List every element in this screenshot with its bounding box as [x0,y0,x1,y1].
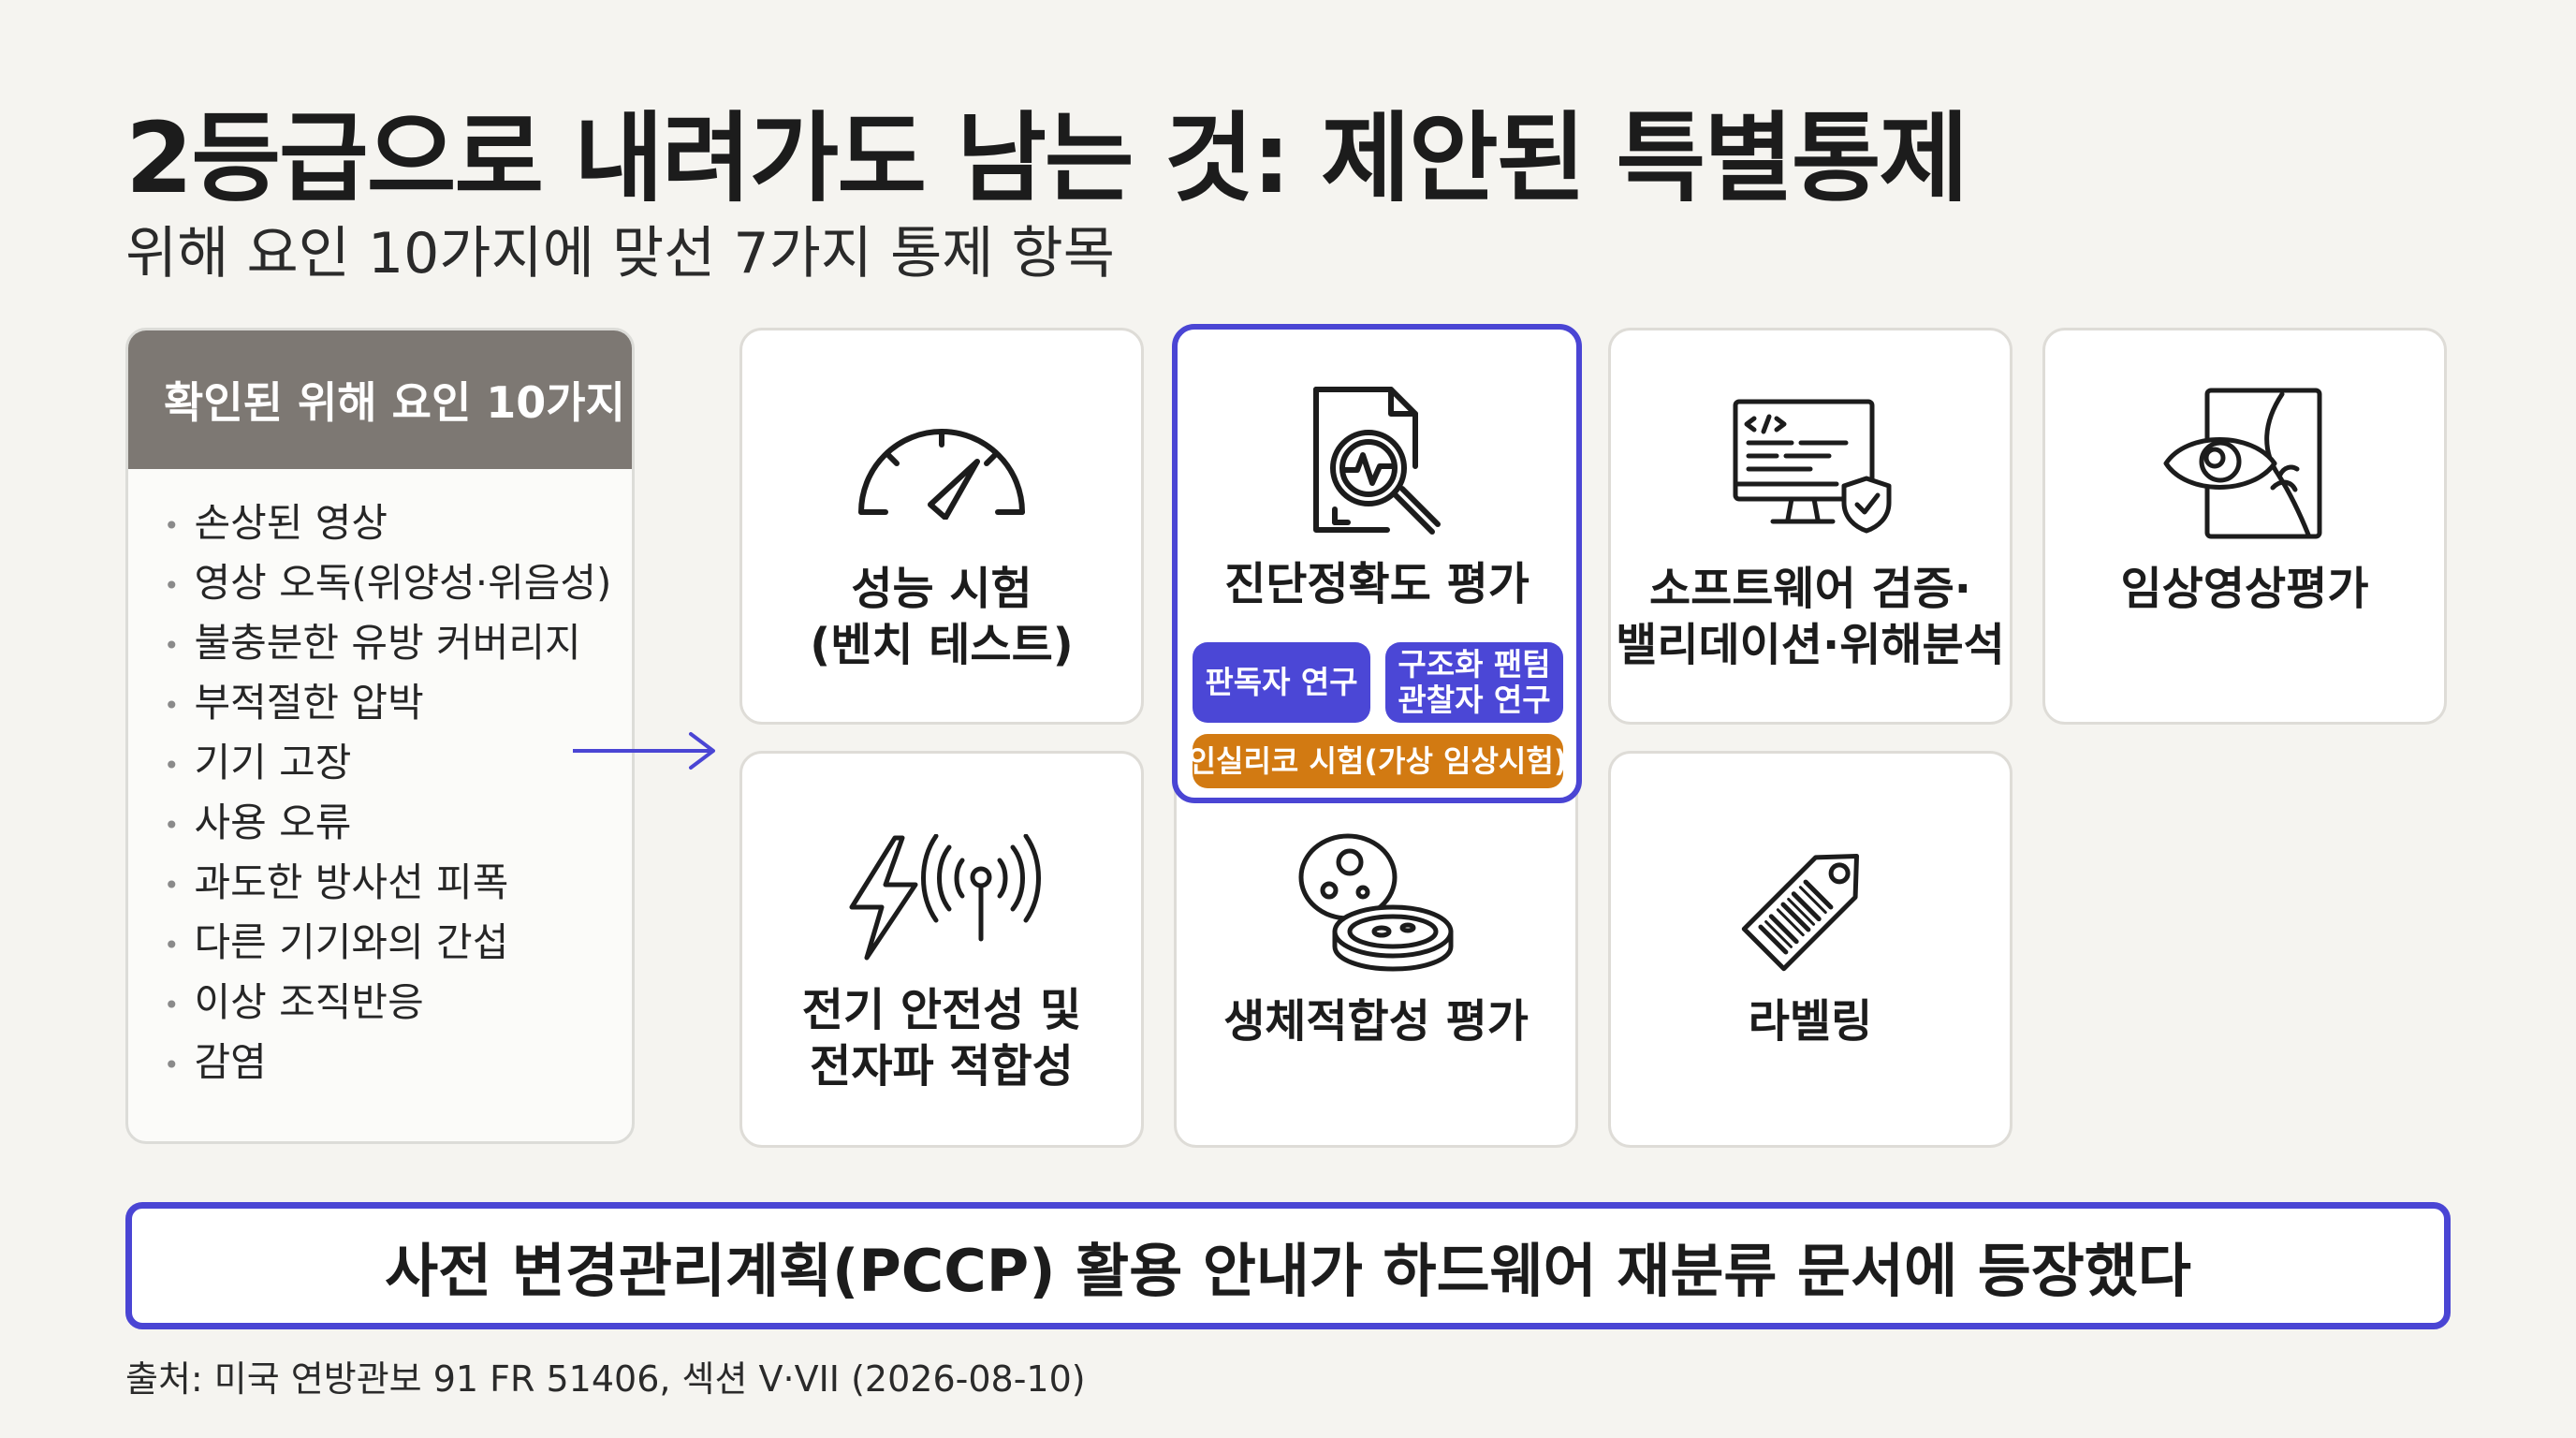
hazard-item: 감염 [164,1033,632,1093]
lightning-antenna-icon [841,834,1043,961]
chip-in-silico-trial: 인실리코 시험(가상 임상시험) [1189,734,1567,788]
chip-phantom-study: 구조화 팬텀 관찰자 연구 [1385,642,1563,723]
source-citation: 출처: 미국 연방관보 91 FR 51406, 섹션 V·VII (2026-… [125,1358,1086,1400]
hazard-item: 이상 조직반응 [164,973,632,1033]
control-card-label: 임상영상평가 [2120,563,2369,615]
hazard-item: 사용 오류 [164,793,632,853]
hazard-list: 손상된 영상 영상 오독(위양성·위음성) 불충분한 유방 커버리지 부적절한 … [128,469,632,1093]
control-card-label: (벤치 테스트) [810,619,1074,671]
control-card-biocompatibility: 생체적합성 평가 [1174,751,1578,1148]
control-card-label: 생체적합성 평가 [1223,995,1529,1048]
document-magnifier-icon [1297,384,1456,543]
hazard-item: 손상된 영상 [164,493,632,553]
monitor-code-shield-icon [1726,394,1895,535]
control-card-label: 밸리데이션·위해분석 [1616,619,2005,671]
control-card-clinical-image-evaluation: 임상영상평가 [2042,328,2447,725]
gauge-icon [848,407,1035,520]
hazard-panel: 확인된 위해 요인 10가지 손상된 영상 영상 오독(위양성·위음성) 불충분… [125,328,635,1144]
petri-dish-icon [1292,827,1460,976]
page-title: 2등급으로 내려가도 남는 것: 제안된 특별통제 [125,101,1969,215]
hazard-item: 영상 오독(위양성·위음성) [164,553,632,613]
hazard-panel-heading: 확인된 위해 요인 10가지 [128,330,632,469]
barcode-tag-icon [1735,832,1885,973]
control-card-software-verification: 소프트웨어 검증· 밸리데이션·위해분석 [1608,328,2012,725]
control-card-labeling: 라벨링 [1608,751,2012,1148]
arrow-right-icon [571,728,721,773]
control-card-electrical-safety: 전기 안전성 및 전자파 적합성 [739,751,1144,1148]
page-subtitle: 위해 요인 10가지에 맞선 7가지 통제 항목 [125,221,1115,286]
control-card-label: 라벨링 [1748,995,1873,1048]
chip-line: 구조화 팬텀 [1398,646,1551,682]
hazard-item: 과도한 방사선 피폭 [164,853,632,913]
control-card-diagnostic-accuracy: 진단정확도 평가 판독자 연구 구조화 팬텀 관찰자 연구 인실리코 시험(가상… [1172,324,1582,803]
control-card-label: 소프트웨어 검증· [1648,563,1972,615]
hazard-item: 부적절한 압박 [164,673,632,733]
hazard-item: 불충분한 유방 커버리지 [164,613,632,673]
chip-line: 관찰자 연구 [1398,682,1551,718]
chip-reader-study: 판독자 연구 [1193,642,1370,723]
hazard-item: 다른 기기와의 간섭 [164,913,632,973]
eye-mammogram-icon [2160,385,2329,544]
pccp-banner: 사전 변경관리계획(PCCP) 활용 안내가 하드웨어 재분류 문서에 등장했다 [125,1202,2451,1329]
hazard-item: 기기 고장 [164,733,632,793]
control-card-label: 성능 시험 [851,563,1032,615]
control-card-label: 진단정확도 평가 [1224,558,1530,610]
control-card-bench-test: 성능 시험 (벤치 테스트) [739,328,1144,725]
control-card-label: 전자파 적합성 [810,1040,1074,1093]
control-card-label: 전기 안전성 및 [801,984,1082,1036]
